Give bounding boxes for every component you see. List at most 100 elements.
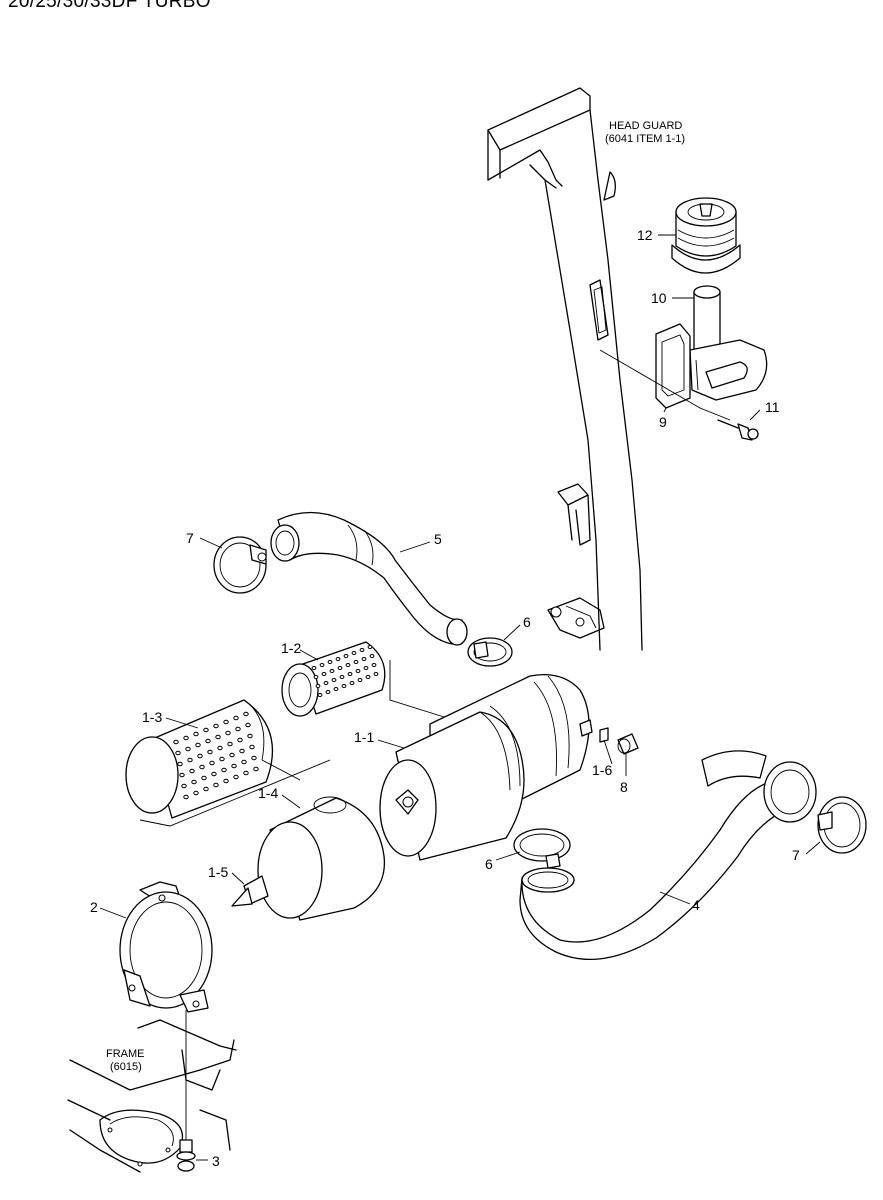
callout-1-3: 1-3 xyxy=(142,709,162,725)
perforation-hole xyxy=(211,771,217,777)
frame-drawing xyxy=(67,1019,237,1173)
callout-1-6: 1-6 xyxy=(592,762,612,778)
perforation-hole xyxy=(251,755,257,761)
perforation-hole xyxy=(313,674,319,680)
perforation-hole xyxy=(359,647,365,653)
perforation-hole xyxy=(209,760,215,766)
frame-note: FRAME (6015) xyxy=(106,1048,145,1073)
perforation-hole xyxy=(323,680,329,686)
upper-hose-assembly xyxy=(213,511,513,667)
callout-12: 12 xyxy=(637,227,653,243)
perforation-hole xyxy=(335,656,341,662)
perforation-hole xyxy=(227,741,233,747)
perforation-hole xyxy=(205,738,211,744)
perforation-hole xyxy=(203,727,209,733)
perforation-hole xyxy=(249,744,255,750)
perforation-hole xyxy=(197,753,203,759)
perforation-hole xyxy=(195,742,201,748)
perforation-hole xyxy=(353,659,359,665)
perforation-hole xyxy=(231,763,237,769)
callout-4: 4 xyxy=(692,897,700,913)
callout-10: 10 xyxy=(651,290,667,306)
perforation-hole xyxy=(191,779,197,785)
perforation-hole xyxy=(199,764,205,770)
perforation-hole xyxy=(245,722,251,728)
callout-1-5: 1-5 xyxy=(208,864,228,880)
perforation-hole xyxy=(233,715,239,721)
perforation-hole xyxy=(327,659,333,665)
perforation-hole xyxy=(201,775,207,781)
perforation-hole xyxy=(193,790,199,796)
head-guard-drawing xyxy=(487,87,643,651)
perforation-hole xyxy=(241,759,247,765)
perforation-hole xyxy=(189,768,195,774)
perforation-hole xyxy=(331,677,337,683)
perforation-hole xyxy=(339,674,345,680)
perforation-hole xyxy=(183,794,189,800)
perforation-hole xyxy=(185,746,191,752)
bolt-3 xyxy=(176,1139,196,1172)
perforation-hole xyxy=(221,767,227,773)
perforation-hole xyxy=(315,683,321,689)
head-guard-note: HEAD GUARD (6041 ITEM 1-1) xyxy=(605,120,685,145)
perforation-hole xyxy=(333,686,339,692)
perforation-hole xyxy=(243,711,249,717)
callout-8: 8 xyxy=(620,779,628,795)
air-cleaner-body xyxy=(379,673,593,861)
perforation-hole xyxy=(193,731,199,737)
callout-labels: 12 10 9 11 7 5 6 1-2 1-3 1-1 1-6 8 1-4 1… xyxy=(90,227,800,1169)
callout-1-2: 1-2 xyxy=(281,640,301,656)
perforation-hole xyxy=(187,757,193,763)
perforation-hole xyxy=(343,653,349,659)
perforation-hole xyxy=(357,677,363,683)
callout-leaders xyxy=(99,234,821,1161)
perforation-hole xyxy=(243,770,249,776)
frame-note-line-2: (6015) xyxy=(110,1061,142,1073)
perforation-hole xyxy=(223,778,229,784)
perforation-hole xyxy=(363,665,369,671)
perforation-hole xyxy=(239,748,245,754)
perforation-hole xyxy=(175,750,181,756)
perforation-hole xyxy=(341,683,347,689)
lower-hose-assembly xyxy=(513,750,867,961)
head-guard-note-line-1: HEAD GUARD xyxy=(609,120,682,132)
perforation-hole xyxy=(321,671,327,677)
perforation-hole xyxy=(207,749,213,755)
perforation-hole xyxy=(337,665,343,671)
perforation-hole xyxy=(351,650,357,656)
callout-5: 5 xyxy=(434,531,442,547)
head-guard-note-line-2: (6041 ITEM 1-1) xyxy=(605,133,685,145)
perforation-hole xyxy=(369,653,375,659)
callout-2: 2 xyxy=(90,899,98,915)
perforation-hole xyxy=(317,692,323,698)
perforation-hole xyxy=(179,772,185,778)
perforation-hole xyxy=(181,783,187,789)
callout-7-upper: 7 xyxy=(186,530,194,546)
perforation-hole xyxy=(319,662,325,668)
perforation-hole xyxy=(225,730,231,736)
callout-1-1: 1-1 xyxy=(354,729,374,745)
frame-note-line-1: FRAME xyxy=(106,1048,145,1060)
callout-9: 9 xyxy=(659,414,667,430)
perforation-hole xyxy=(213,723,219,729)
perforation-hole xyxy=(311,665,317,671)
perforation-hole xyxy=(173,739,179,745)
perforation-hole xyxy=(361,656,367,662)
mounting-band xyxy=(119,881,213,1140)
perforation-hole xyxy=(247,733,253,739)
perforation-hole xyxy=(235,726,241,732)
callout-3: 3 xyxy=(212,1153,220,1169)
indicator-parts xyxy=(599,727,639,755)
perforation-hole xyxy=(183,735,189,741)
perforation-hole xyxy=(347,671,353,677)
perforation-hole xyxy=(233,774,239,780)
perforation-hole xyxy=(253,766,259,772)
callout-11: 11 xyxy=(765,399,780,415)
perforation-hole xyxy=(367,644,373,650)
perforation-hole xyxy=(203,786,209,792)
perforation-hole xyxy=(355,668,361,674)
perforation-hole xyxy=(329,668,335,674)
callout-1-4: 1-4 xyxy=(258,785,278,801)
callout-6-lower: 6 xyxy=(485,856,493,872)
